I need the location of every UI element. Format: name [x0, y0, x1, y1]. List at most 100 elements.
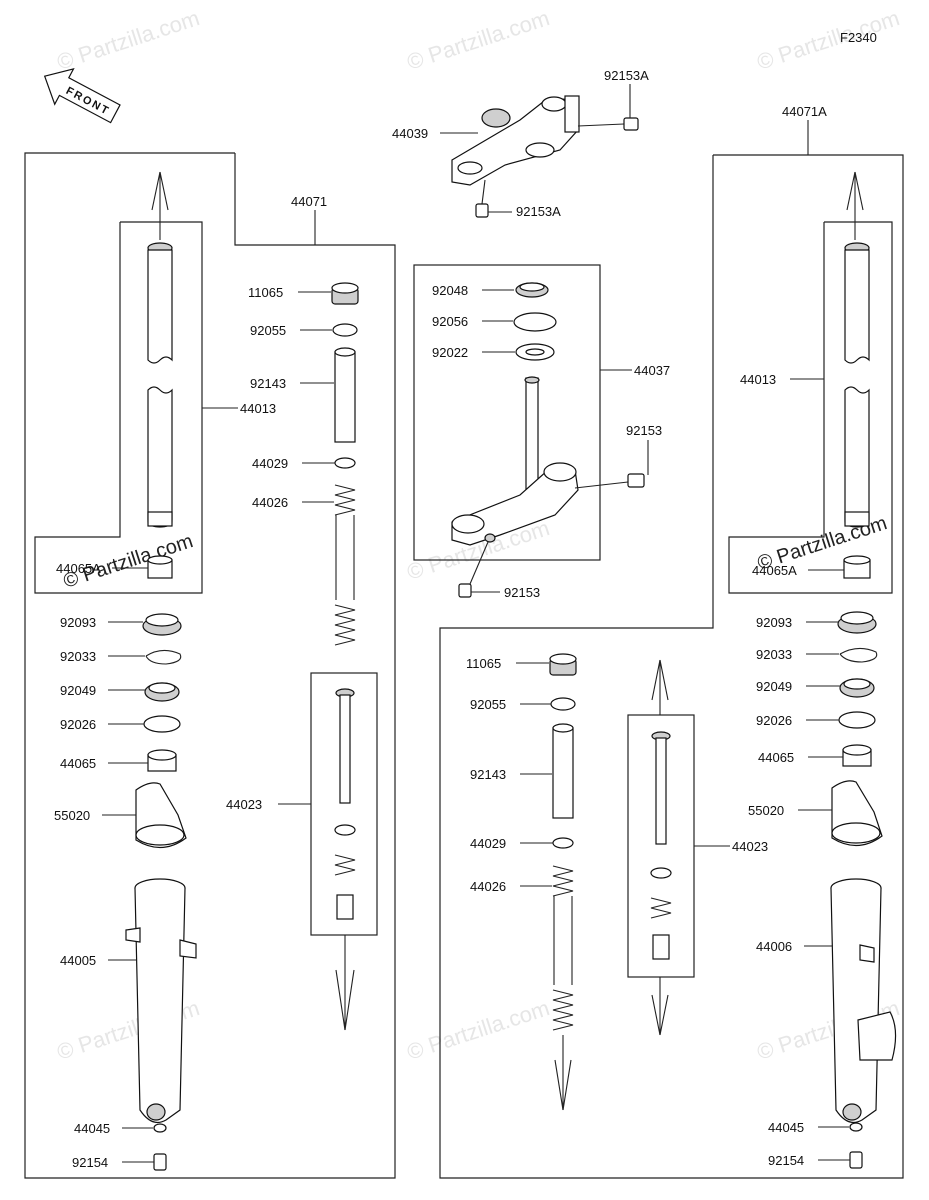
right-fork-guard-55020 [831, 780, 883, 847]
leader [469, 541, 489, 585]
left-washer-44029 [334, 457, 356, 469]
arrow-head [151, 171, 161, 211]
right-fork-outline [439, 154, 904, 1179]
part-44029: 44029 [470, 836, 506, 851]
part-44013: 44013 [240, 401, 276, 416]
part-11065: 11065 [248, 285, 283, 300]
left-bushing-44065A [147, 555, 173, 579]
part-44013: 44013 [740, 372, 776, 387]
front-arrow-icon: FRONT [43, 67, 121, 124]
part-92049: 92049 [60, 683, 96, 698]
watermark: © Partzilla.com [54, 5, 203, 75]
left-seal-92093 [142, 613, 182, 636]
part-44065A: 44065A [752, 563, 797, 578]
part-44006: 44006 [756, 939, 792, 954]
right-washer-44029 [552, 837, 574, 849]
arrow-head [562, 1059, 572, 1111]
part-92033: 92033 [756, 647, 792, 662]
part-92022: 92022 [432, 345, 468, 360]
left-spring-44026 [334, 484, 356, 646]
right-bushing-44065 [842, 744, 872, 767]
part-44039: 44039 [392, 126, 428, 141]
leader [574, 481, 629, 489]
arrow-head [651, 659, 661, 701]
part-92055: 92055 [250, 323, 286, 338]
part-92154: 92154 [768, 1153, 804, 1168]
part-92026: 92026 [60, 717, 96, 732]
part-92153: 92153 [626, 423, 662, 438]
right-spacer-92143 [552, 723, 574, 819]
part-44065: 44065 [60, 756, 96, 771]
part-92093: 92093 [756, 615, 792, 630]
arrow-head [651, 994, 661, 1036]
part-44045: 44045 [74, 1121, 110, 1136]
left-washer-92026 [143, 715, 181, 733]
part-92048: 92048 [432, 283, 468, 298]
figure-code: F2340 [840, 30, 877, 45]
part-44005: 44005 [60, 953, 96, 968]
part-44071A: 44071A [782, 104, 827, 119]
part-55020: 55020 [748, 803, 784, 818]
part-44045: 44045 [768, 1120, 804, 1135]
left-bolt-92154 [153, 1153, 167, 1171]
part-92049: 92049 [756, 679, 792, 694]
arrow-head [854, 171, 864, 211]
part-44071: 44071 [291, 194, 327, 209]
left-bushing-44065 [147, 749, 177, 772]
right-damper-44023 [650, 731, 672, 960]
left-fork-outline [24, 152, 396, 1179]
left-inner-tube-box [34, 221, 203, 594]
part-92026: 92026 [756, 713, 792, 728]
part-44037: 44037 [634, 363, 670, 378]
stem-bearing-parts [513, 282, 557, 361]
left-gasket-44045 [153, 1123, 167, 1133]
bolt-92153 [458, 583, 472, 598]
left-seal-92049 [144, 682, 180, 702]
left-fork-cap-11065 [331, 282, 359, 305]
part-11065: 11065 [466, 656, 501, 671]
right-inner-tube-box [728, 221, 893, 594]
right-spring-44026 [552, 865, 574, 1031]
right-fork-cap-11065 [549, 653, 577, 676]
part-92143: 92143 [250, 376, 286, 391]
watermark: © Partzilla.com [754, 5, 903, 75]
watermark: © Partzilla.com [404, 995, 553, 1065]
part-44065: 44065 [758, 750, 794, 765]
bolt-92153A-top [577, 84, 639, 131]
arrow-head [335, 969, 346, 1031]
left-circlip-92033 [145, 649, 182, 665]
part-92056: 92056 [432, 314, 468, 329]
part-44065A: 44065A [56, 561, 101, 576]
part-44026: 44026 [470, 879, 506, 894]
part-92033: 92033 [60, 649, 96, 664]
steering-stem [451, 376, 579, 546]
watermark: © Partzilla.com [404, 5, 553, 75]
part-92153: 92153 [504, 585, 540, 600]
bolt-92153A-bottom [475, 179, 512, 218]
left-oring-92055 [332, 323, 358, 337]
part-55020: 55020 [54, 808, 90, 823]
part-44026: 44026 [252, 495, 288, 510]
arrow-head [344, 969, 355, 1031]
left-outer-tube-44005 [125, 878, 197, 1123]
right-gasket-44045 [849, 1122, 863, 1132]
arrow-head [554, 1059, 564, 1111]
steering-stem-box [413, 264, 601, 561]
part-92093: 92093 [60, 615, 96, 630]
right-outer-tube-44006 [830, 878, 897, 1123]
part-44023: 44023 [732, 839, 768, 854]
left-inner-tube [147, 242, 173, 528]
part-44023: 44023 [226, 797, 262, 812]
left-fork-guard-55020 [135, 782, 187, 849]
left-spacer-92143 [334, 347, 356, 443]
right-bushing-44065A [843, 555, 871, 579]
upper-bracket [451, 95, 580, 186]
part-92153A: 92153A [604, 68, 649, 83]
arrow-head [846, 171, 856, 211]
right-oring-92055 [550, 697, 576, 711]
right-seal-92049 [839, 678, 875, 698]
right-washer-92026 [838, 711, 876, 729]
arrow-head [659, 994, 669, 1036]
part-92143: 92143 [470, 767, 506, 782]
